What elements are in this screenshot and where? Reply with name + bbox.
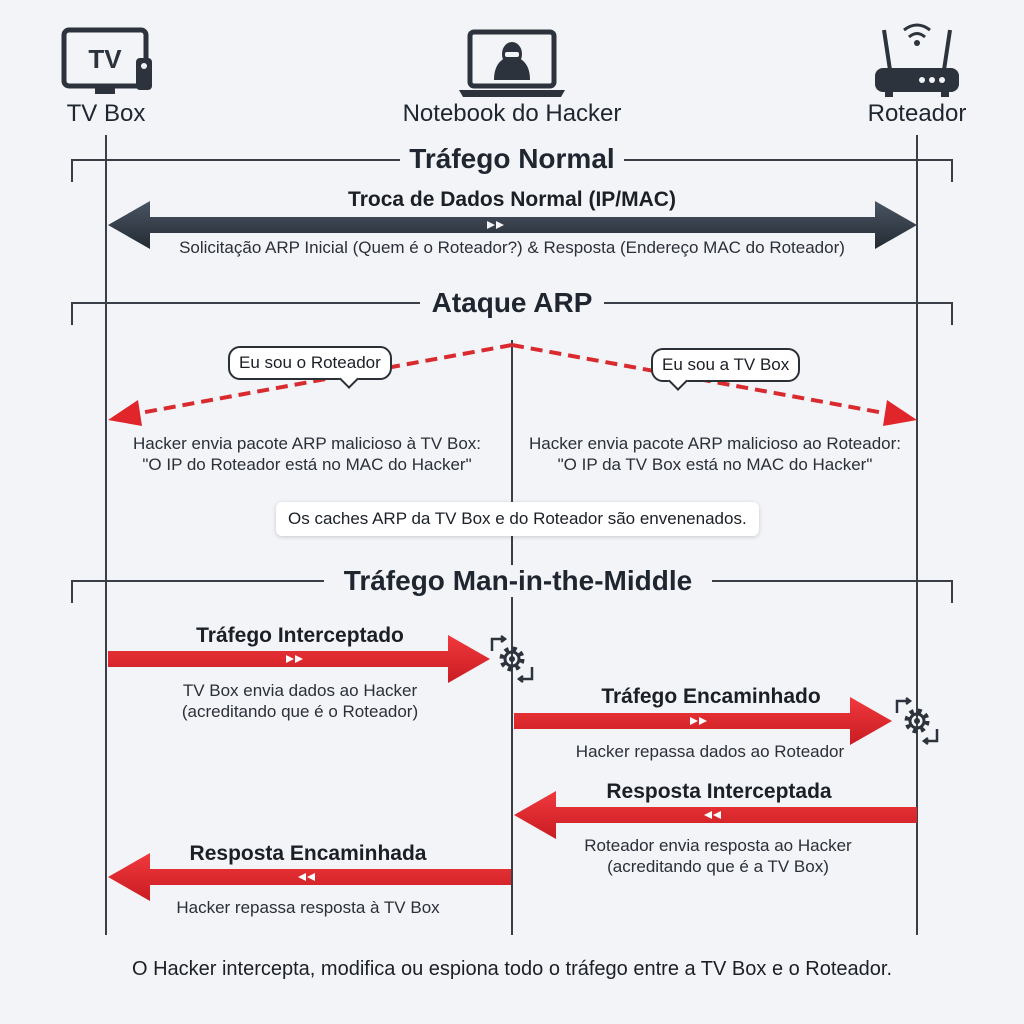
flow-caption-response-forwarded-line1: Hacker repassa resposta à TV Box: [176, 898, 440, 917]
hacker-gear-icon: [490, 635, 534, 683]
intercepted-response-arrow: [514, 791, 917, 839]
actor-label-hacker: Notebook do Hacker: [402, 100, 622, 127]
flow-title-response-intercepted: Resposta Interceptada: [606, 780, 832, 803]
section-bracket-normal: [71, 159, 953, 182]
flow-title-response-forwarded: Resposta Encaminhada: [189, 842, 427, 865]
attack-right-caption-line1: Hacker envia pacote ARP malicioso ao Rot…: [529, 434, 901, 453]
attack-left-caption-line1: Hacker envia pacote ARP malicioso à TV B…: [132, 434, 482, 453]
flow-caption-response-intercepted-line2: (acreditando que é a TV Box): [607, 857, 829, 876]
actor-label-router: Roteador: [867, 100, 967, 127]
forwarded-response-arrow: [108, 853, 511, 901]
hacker-laptop-icon: [459, 29, 565, 97]
flow-caption-intercepted-line1: TV Box envia dados ao Hacker: [182, 681, 418, 700]
router-gear-icon: [895, 697, 939, 745]
normal-flow-caption: Solicitação ARP Inicial (Quem é o Rotead…: [179, 238, 845, 257]
flow-caption-forwarded-line1: Hacker repassa dados ao Roteador: [575, 742, 845, 761]
speech-bubble-tvbox-claim: Eu sou a TV Box: [651, 348, 801, 391]
flow-title-intercepted: Tráfego Interceptado: [196, 624, 404, 647]
bubble-text-tvbox-claim: Eu sou a TV Box: [662, 355, 790, 374]
tv-icon-text: TV: [88, 44, 122, 74]
section-title-attack: Ataque ARP: [420, 287, 604, 319]
flow-caption-intercepted-line2: (acreditando que é o Roteador): [181, 702, 419, 721]
arp-attack-arrow-to-tvbox: [108, 343, 513, 426]
section-bracket-mitm: [71, 580, 953, 603]
tv-box-icon: TV: [61, 27, 152, 94]
bubble-text-router-claim: Eu sou o Roteador: [239, 353, 381, 372]
forwarded-traffic-arrow: [514, 697, 892, 745]
flow-title-forwarded: Tráfego Encaminhado: [601, 685, 821, 708]
router-icon: [875, 23, 959, 97]
section-bracket-attack: [71, 302, 953, 325]
flow-caption-response-intercepted-line1: Roteador envia resposta ao Hacker: [584, 836, 852, 855]
speech-bubble-router-claim: Eu sou o Roteador: [228, 346, 392, 389]
attack-left-caption-line2: "O IP do Roteador está no MAC do Hacker": [142, 455, 472, 474]
normal-bidirectional-arrow: [108, 201, 917, 249]
poisoned-cache-note: Os caches ARP da TV Box e do Roteador sã…: [276, 502, 759, 536]
section-title-normal: Tráfego Normal: [400, 143, 624, 175]
section-title-mitm: Tráfego Man-in-the-Middle: [324, 565, 712, 597]
arp-attack-arrow-to-router: [511, 343, 917, 426]
normal-flow-title: Troca de Dados Normal (IP/MAC): [348, 188, 676, 211]
actor-label-tvbox: TV Box: [66, 100, 146, 127]
intercepted-traffic-arrow: [108, 635, 490, 683]
attack-right-caption-line2: "O IP da TV Box está no MAC do Hacker": [557, 455, 873, 474]
footer-summary: O Hacker intercepta, modifica ou espiona…: [131, 958, 893, 980]
